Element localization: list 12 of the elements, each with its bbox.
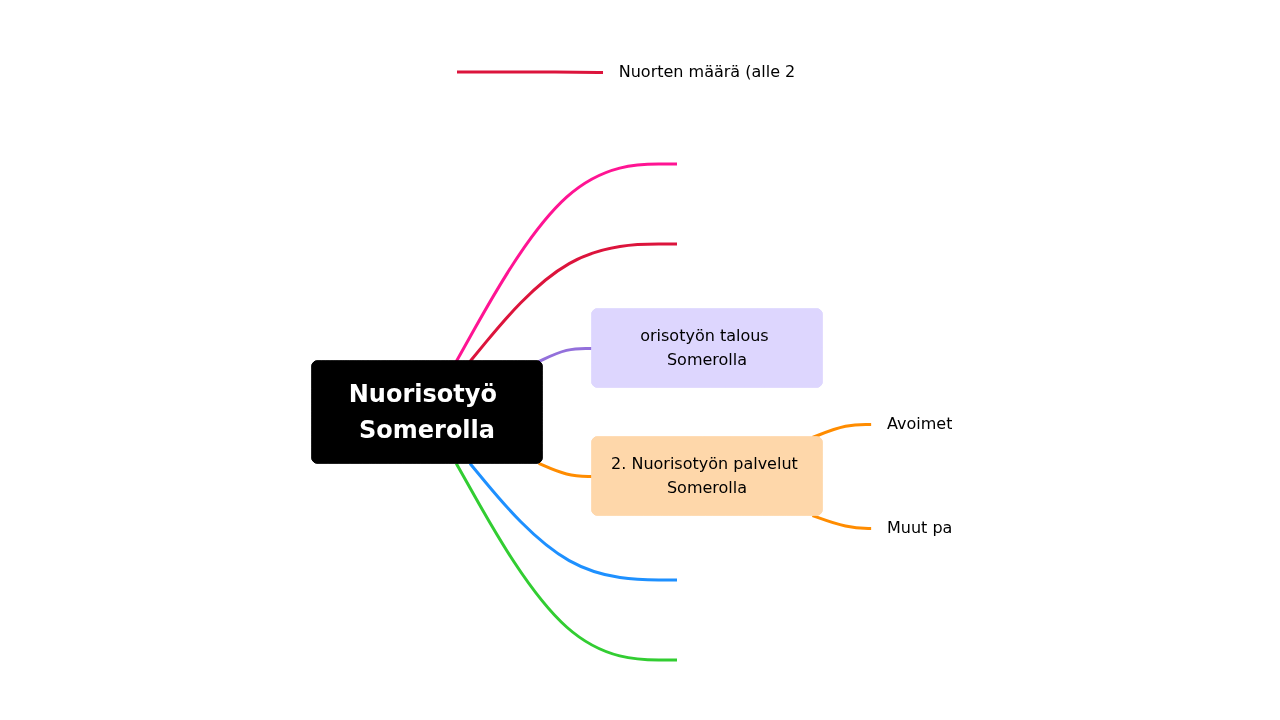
connector (469, 242, 678, 363)
connector (538, 346, 593, 363)
connector (812, 422, 873, 439)
node-text: Muut pa (887, 518, 953, 537)
connector (538, 462, 593, 478)
node-text: Nuorten määrä (alle 2 (619, 62, 796, 81)
connector (812, 514, 873, 530)
connector (455, 462, 678, 662)
connector (457, 70, 605, 74)
connector (469, 462, 678, 582)
connector (455, 162, 678, 363)
node-text: Avoimet (887, 414, 953, 433)
